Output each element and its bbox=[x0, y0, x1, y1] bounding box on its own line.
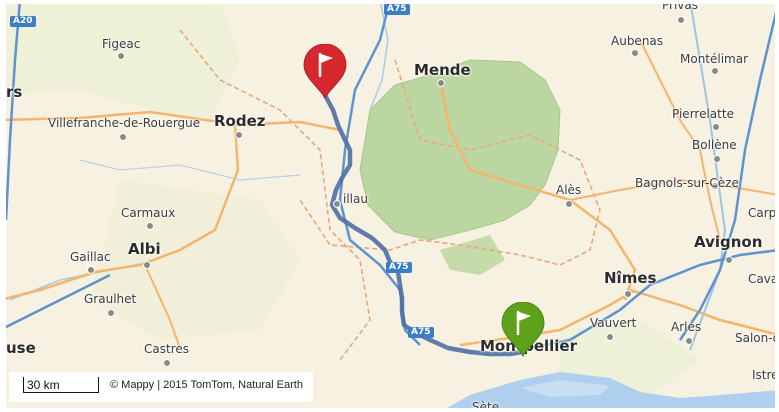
place-label: Bagnols-sur-Cèze bbox=[635, 176, 739, 190]
place-label: Pierrelatte bbox=[672, 107, 734, 121]
place-label: Aubenas bbox=[611, 34, 664, 48]
place-label: Bollène bbox=[692, 138, 737, 152]
place-label: Mende bbox=[414, 61, 471, 79]
place-dot bbox=[725, 256, 733, 264]
place-dot bbox=[333, 200, 341, 208]
road-shield-a75-north: A75 bbox=[384, 4, 410, 15]
place-dot bbox=[711, 182, 719, 190]
place-label: Salon-de bbox=[735, 331, 779, 345]
place-label: Istre bbox=[752, 368, 779, 382]
place-dot bbox=[235, 131, 243, 139]
place-dot bbox=[677, 16, 685, 24]
scale-attribution-box: 30 km © Mappy | 2015 TomTom, Natural Ear… bbox=[9, 372, 313, 402]
scale-bar bbox=[23, 377, 99, 393]
place-label: Graulhet bbox=[84, 292, 137, 306]
place-label: rs bbox=[6, 83, 23, 101]
place-dot bbox=[712, 123, 720, 131]
place-label: Sète bbox=[472, 400, 500, 412]
place-label: Montélimar bbox=[680, 52, 749, 66]
place-label: Privas bbox=[662, 0, 698, 12]
place-dot bbox=[146, 222, 154, 230]
place-dot bbox=[119, 133, 127, 141]
place-dot bbox=[624, 290, 632, 298]
place-dot bbox=[713, 155, 721, 163]
green-flag-pin-icon bbox=[501, 301, 545, 358]
departure-marker[interactable] bbox=[302, 43, 348, 104]
map-attribution[interactable]: © Mappy | 2015 TomTom, Natural Earth bbox=[110, 379, 303, 391]
place-label: Figeac bbox=[102, 37, 141, 51]
arrival-marker[interactable] bbox=[500, 301, 546, 362]
place-dot bbox=[143, 261, 151, 269]
place-label: Vauvert bbox=[590, 316, 637, 330]
place-dot bbox=[163, 359, 171, 367]
place-label: Avignon bbox=[694, 233, 763, 251]
place-dot bbox=[606, 333, 614, 341]
place-label: Carpe bbox=[748, 206, 779, 220]
place-label: Cava bbox=[748, 272, 779, 286]
place-dot bbox=[437, 79, 445, 87]
place-label: Castres bbox=[144, 342, 189, 356]
road-shield-a75-south: A75 bbox=[408, 327, 434, 338]
red-flag-pin-icon bbox=[303, 43, 347, 100]
road-shield-a75-middle: A75 bbox=[386, 262, 412, 273]
place-label: Arles bbox=[671, 320, 702, 334]
place-dot bbox=[631, 49, 639, 57]
place-label: Carmaux bbox=[121, 206, 176, 220]
place-label: Villefranche-de-Rouergue bbox=[48, 116, 201, 130]
place-dot bbox=[107, 309, 115, 317]
place-label: Alès bbox=[556, 183, 582, 197]
road-shield-a20: A20 bbox=[10, 16, 36, 27]
place-label: Rodez bbox=[214, 112, 266, 130]
place-label: Albi bbox=[128, 240, 161, 258]
place-dot bbox=[711, 67, 719, 75]
place-label: use bbox=[6, 339, 36, 357]
place-dot bbox=[685, 337, 693, 345]
scale-label: 30 km bbox=[27, 378, 60, 392]
place-dot bbox=[565, 200, 573, 208]
place-dot bbox=[87, 266, 95, 274]
place-label: illau bbox=[343, 192, 368, 206]
place-label: Nîmes bbox=[604, 269, 657, 287]
place-label: Gaillac bbox=[70, 250, 111, 264]
place-dot bbox=[117, 52, 125, 60]
